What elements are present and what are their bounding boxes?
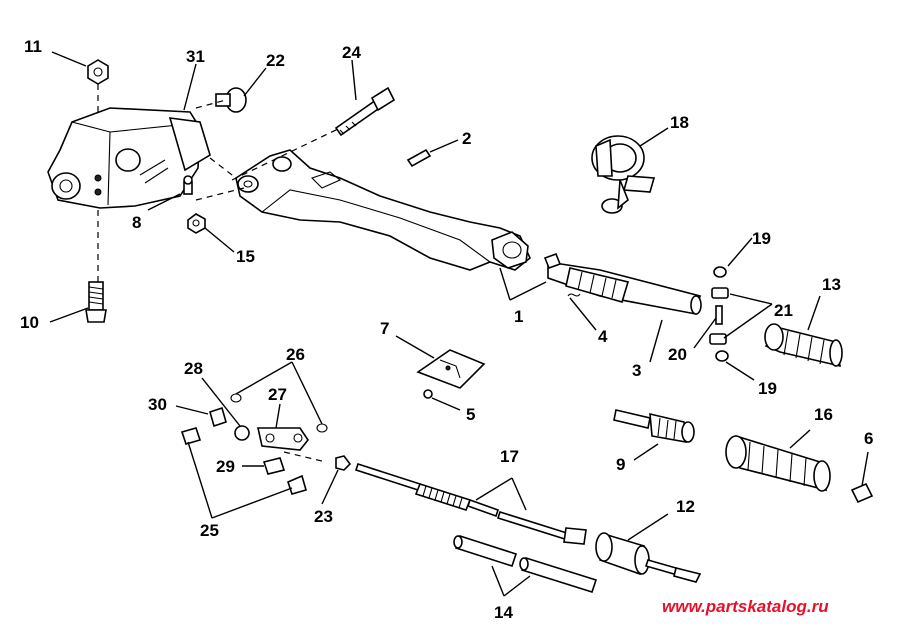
callout-17: 17	[500, 447, 519, 466]
callout-19-top: 19	[752, 229, 771, 248]
callout-9: 9	[616, 455, 625, 474]
callout-2: 2	[462, 129, 471, 148]
cylinder-12	[595, 532, 702, 583]
callout-3: 3	[632, 361, 641, 380]
callout-10: 10	[20, 313, 39, 332]
friction-cam-18	[591, 135, 656, 214]
callout-29: 29	[216, 457, 235, 476]
callout-4: 4	[598, 327, 608, 346]
watermark-text: www.partskatalog.ru	[662, 597, 829, 616]
steering-bracket	[47, 107, 211, 209]
callout-20: 20	[668, 345, 687, 364]
callout-16: 16	[814, 405, 833, 424]
detent-parts	[709, 266, 729, 362]
handle-grip-16	[725, 435, 831, 492]
callout-23: 23	[314, 507, 333, 526]
steering-arm	[235, 149, 531, 271]
callout-7: 7	[380, 319, 389, 338]
plug-6	[850, 482, 874, 504]
nut-11	[87, 59, 109, 85]
assembly-lines	[97, 84, 341, 463]
nut-15	[187, 213, 206, 234]
callout-30: 30	[148, 395, 167, 414]
leader-lines	[49, 51, 869, 597]
callout-5: 5	[466, 405, 475, 424]
throttle-shaft	[543, 252, 702, 315]
plate-7	[416, 349, 486, 389]
grease-fitting-8	[183, 175, 193, 195]
callout-18: 18	[670, 113, 689, 132]
linkage-parts	[180, 393, 352, 495]
callout-28: 28	[184, 359, 203, 378]
callout-8: 8	[132, 213, 141, 232]
callout-1: 1	[514, 307, 523, 326]
callout-27: 27	[268, 385, 287, 404]
callout-22: 22	[266, 51, 285, 70]
pin-2	[406, 148, 432, 168]
bolt-10	[85, 281, 107, 323]
callout-31: 31	[186, 47, 205, 66]
callout-15: 15	[236, 247, 255, 266]
callout-26: 26	[286, 345, 305, 364]
callout-13: 13	[822, 275, 841, 294]
screw-5	[423, 389, 433, 399]
bolt-24	[334, 86, 396, 137]
switch-9	[613, 409, 695, 443]
callout-25: 25	[200, 521, 219, 540]
tubes-14	[453, 534, 598, 593]
cable-17	[354, 462, 587, 545]
callout-6: 6	[864, 429, 873, 448]
callout-19-bottom: 19	[758, 379, 777, 398]
callout-11: 11	[24, 37, 42, 56]
callout-labels: 11 31 22 24 2 18 8 15 10 1 4 3 19 21 20 …	[20, 37, 873, 622]
washer-22	[215, 87, 247, 113]
callout-12: 12	[676, 497, 695, 516]
throttle-grip-13	[764, 323, 843, 368]
callout-14: 14	[494, 603, 513, 622]
callout-24: 24	[342, 43, 361, 62]
callout-21: 21	[774, 301, 793, 320]
